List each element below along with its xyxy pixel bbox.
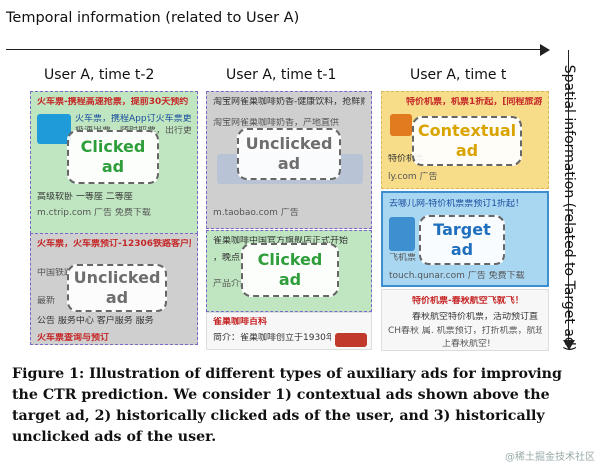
ad-headline: 火车票-携程高速抢票，提前30天预约 (37, 97, 189, 107)
ad-line: 高级软卧 一等座 二等座 (37, 192, 133, 202)
panel-c2-unclicked: 淘宝网雀巢咖啡奶香-健康饮料，抢鲜购！ 淘宝网雀巢咖啡奶香，产地直供 m.tao… (206, 91, 372, 229)
ad-thumbnail (390, 114, 412, 136)
panel-c2-organic: 雀巢咖啡百科 简介：雀巢咖啡创立于1930年。 (206, 312, 372, 350)
ad-source: m.ctrip.com 广告 免费下载 (37, 208, 151, 218)
ad-line: 最新 (37, 296, 56, 306)
ad-line: 火车票查询与预订 (37, 333, 110, 343)
ad-thumbnail (37, 114, 71, 144)
spatial-arrowhead (563, 340, 575, 350)
spatial-arrow-line (568, 50, 569, 342)
ad-headline: 雀巢咖啡百科 (213, 317, 268, 327)
column-title-t-2: User A, time t-2 (44, 67, 155, 83)
ad-source: ly.com 广告 (388, 172, 438, 182)
panel-c3-organic: 特价机票-春秋航空飞就飞！ 春秋航空特价机票，活动预订直 CH春秋 属. 机票预… (381, 289, 549, 351)
panel-c1-unclicked: 火车票，火车票预订-12306铁路客户服务中心 中国铁路 最新 公告 服务中心 … (30, 233, 198, 345)
ad-line: 中国铁路 (37, 268, 74, 278)
ad-line: 春秋航空特价机票，活动预订直 (412, 312, 539, 322)
ad-line: CH春秋 属. 机票预订，打折机票，航班查询 (388, 326, 542, 336)
ad-source: touch.qunar.com 广告 免费下载 (389, 271, 525, 281)
panel-c1-clicked: 火车票-携程高速抢票，提前30天预约 火车票，携程App订火车票更方便 极速出票… (30, 91, 198, 234)
ad-headline: 雀巢咖啡中国官方旗舰店正式开始 (213, 236, 349, 246)
ad-product-image (335, 333, 367, 347)
spatial-axis-label: Spatial information (related to Target a… (561, 64, 577, 352)
temporal-arrow-line (6, 49, 546, 50)
ad-headline: 特价机票，机票1折起，[同程旅游] (406, 97, 542, 107)
column-title-t-1: User A, time t-1 (226, 67, 337, 83)
ad-line: 公告 服务中心 客户服务 服务 (37, 316, 154, 326)
panel-c3-target: 去哪儿网-特价机票票预订1折起！ 飞机票 touch.qunar.com 广告 … (381, 191, 549, 287)
column-title-t: User A, time t (410, 67, 507, 83)
figure-caption: Figure 1: Illustration of different type… (12, 366, 562, 445)
temporal-arrowhead (540, 44, 550, 56)
ad-line: ，晚点 (213, 253, 241, 263)
ad-headline: 淘宝网雀巢咖啡奶香-健康饮料，抢鲜购！ (213, 97, 365, 107)
watermark: @稀土掘金技术社区 (505, 452, 595, 463)
ad-source: m.taobao.com 广告 (213, 208, 299, 218)
temporal-axis-label: Temporal information (related to User A) (6, 10, 300, 26)
ad-headline: 去哪儿网-特价机票票预订1折起！ (389, 199, 524, 209)
ad-line: 飞机票 (389, 253, 417, 263)
ad-line: 上春秋航空! (442, 339, 491, 349)
ad-line: 火车票，携程App订火车票更方便 (75, 114, 191, 124)
ad-headline: 特价机票-春秋航空飞就飞！ (412, 296, 524, 306)
ad-line: 淘宝网雀巢咖啡奶香，产地直供 (213, 118, 340, 128)
ad-line: 产品介绍 (213, 279, 250, 289)
spatial-axis-label-wrap: Spatial information (related to Target a… (554, 48, 584, 368)
ad-thumbnail (389, 217, 415, 251)
panel-c3-contextual: 特价机票，机票1折起，[同程旅游] 特价机票 ly.com 广告 Context… (381, 91, 549, 189)
ad-headline: 火车票，火车票预订-12306铁路客户服务中心 (37, 239, 191, 249)
ad-line: 简介：雀巢咖啡创立于1930年。 (213, 333, 331, 343)
ad-line: 特价机票 (388, 154, 425, 164)
